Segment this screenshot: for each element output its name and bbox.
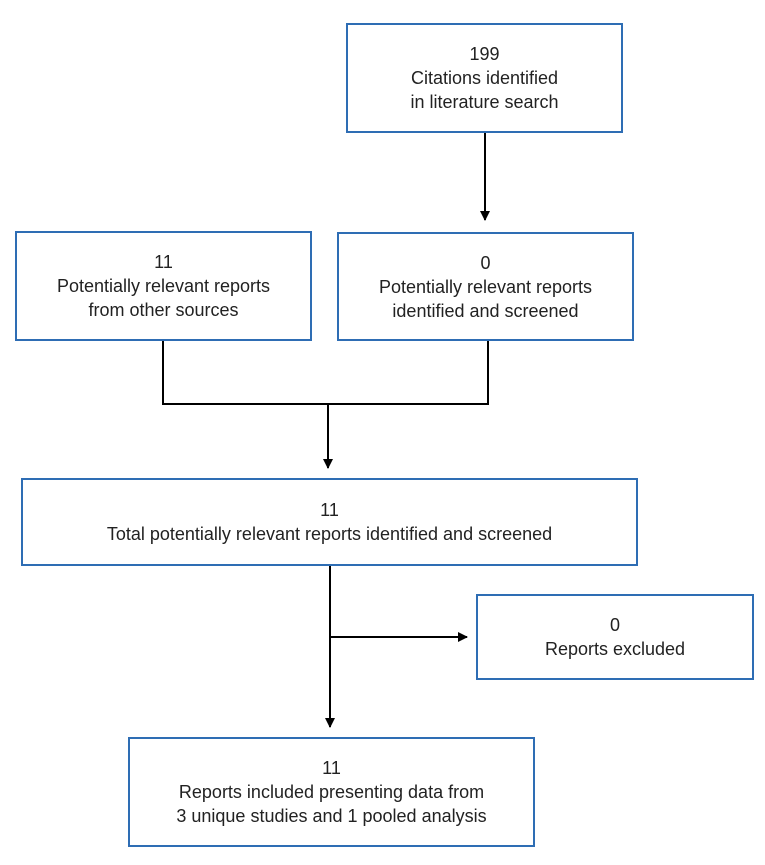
identified-screened-label-line1: Potentially relevant reports [378,276,593,297]
merge-line [162,341,489,405]
excluded-count: 0 [609,615,620,635]
other-sources-box: 11 Potentially relevant reports from oth… [15,231,312,341]
identified-screened-count: 0 [480,252,491,273]
citations-label-line1: Citations identified [410,68,559,88]
included-box: 11 Reports included presenting data from… [128,737,535,847]
identified-screened-box: 0 Potentially relevant reports identifie… [337,232,634,341]
included-label-line1: Reports included presenting data from [178,782,485,802]
included-label-line2: 3 unique studies and 1 pooled analysis [176,806,487,826]
total-box: 11 Total potentially relevant reports id… [21,478,638,566]
identified-screened-label-line2: identified and screened [392,300,579,321]
citations-count: 199 [469,44,500,64]
excluded-label: Reports excluded [544,639,686,659]
other-sources-label-line2: from other sources [88,300,239,320]
citations-box: 199 Citations identified in literature s… [346,23,623,133]
other-sources-count: 11 [154,252,173,272]
total-count: 11 [320,500,339,520]
included-count: 11 [322,758,341,778]
other-sources-label-line1: Potentially relevant reports [56,276,271,296]
excluded-box: 0 Reports excluded [476,594,754,680]
citations-label-line2: in literature search [410,92,559,112]
total-label: Total potentially relevant reports ident… [106,524,553,544]
